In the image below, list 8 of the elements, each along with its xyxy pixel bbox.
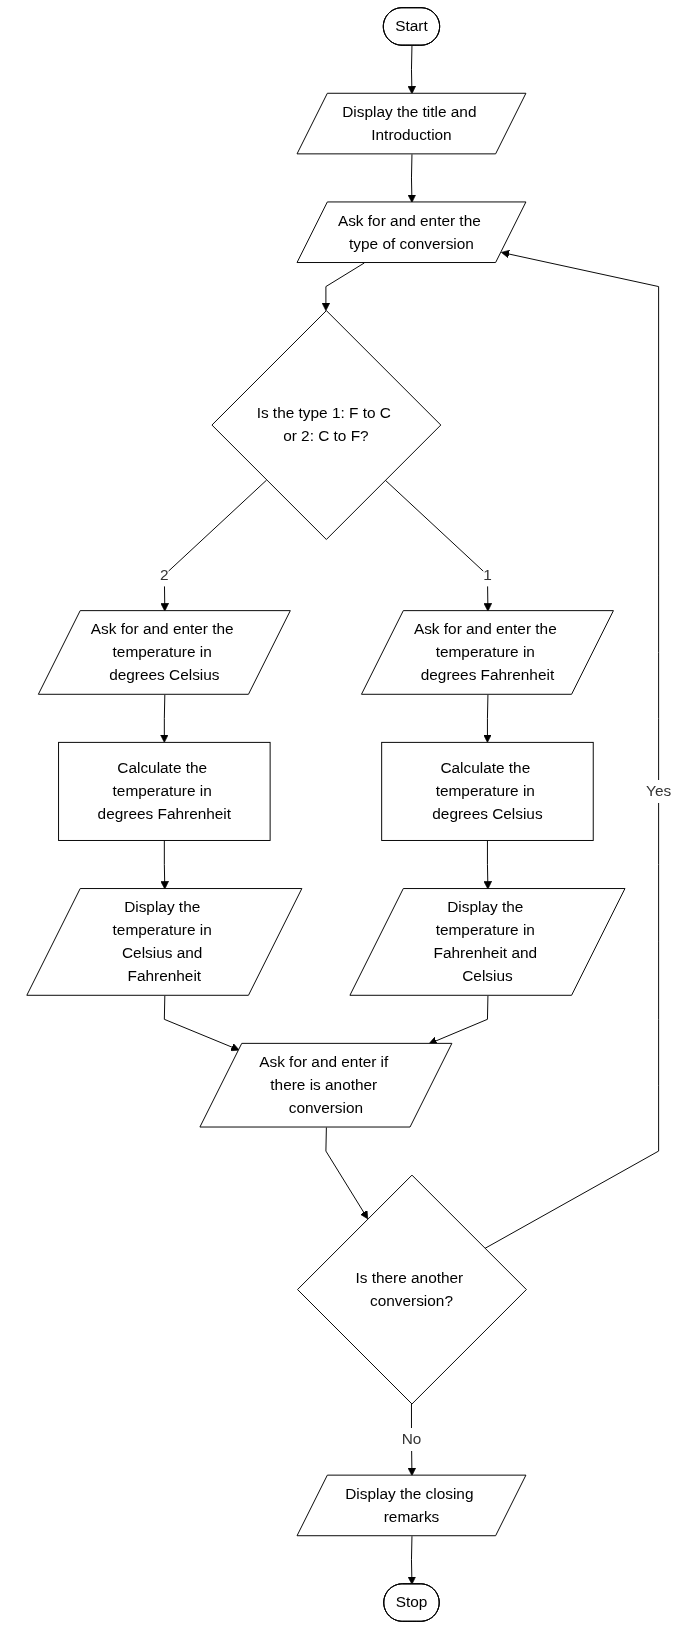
edge-label: Yes	[646, 782, 672, 800]
node-diamond: Is there another conversion?	[297, 1174, 527, 1405]
node-box: Calculate the temperature in degrees Fahrenheit	[58, 741, 271, 841]
node-box: Calculate the temperature in degrees Celsius	[381, 741, 594, 841]
node-diamond: Is the type 1: F to C or 2: C to F?	[211, 310, 442, 540]
edge-label: 2	[160, 566, 169, 583]
edge-label: No	[401, 1430, 422, 1448]
edge-label: 1	[483, 566, 492, 583]
